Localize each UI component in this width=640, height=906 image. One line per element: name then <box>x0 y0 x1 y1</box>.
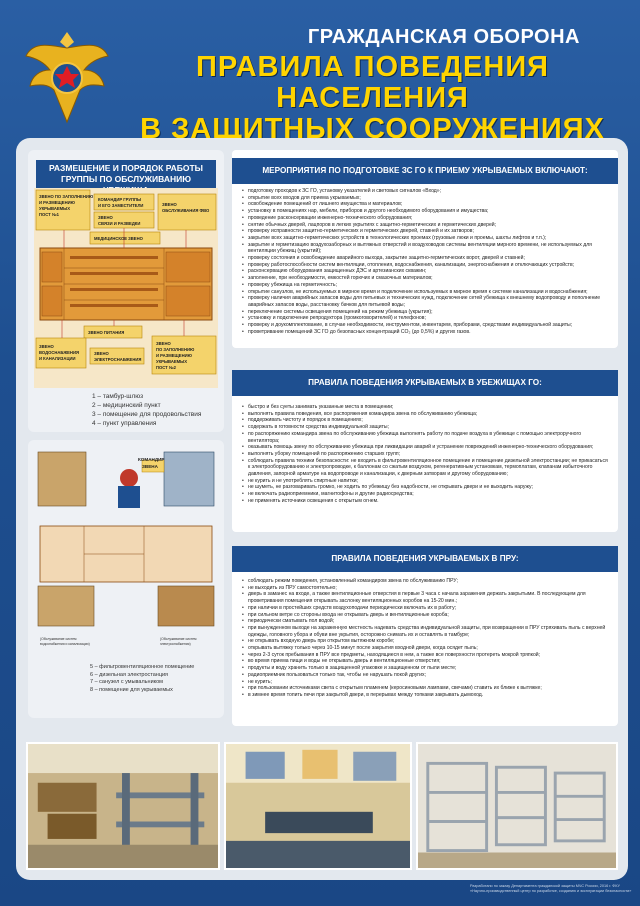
list-item: открытие всех входов для приема укрываем… <box>242 195 610 202</box>
list-item: выполнять правила поведения, все распоря… <box>242 411 610 418</box>
list-item: проверку состояния и освобождение аварий… <box>242 255 610 262</box>
post1-illustration <box>37 451 87 507</box>
list-item: содержать в готовности средства индивиду… <box>242 424 610 431</box>
list-item: оказывать помощь звену по обслуживанию у… <box>242 444 610 451</box>
list-item: не курить; <box>242 679 610 686</box>
legend-item: 3 – помещение для продовольствия <box>92 411 202 418</box>
poster-subtitle: ПРАВИЛА ПОВЕДЕНИЯ НАСЕЛЕНИЯ В ЗАЩИТНЫХ С… <box>115 52 630 145</box>
list-item: открытие санузлов, не используемых в мир… <box>242 289 610 296</box>
legend-item: 4 – пункт управления <box>92 420 157 427</box>
list-item: подготовку проходов к ЗС ГО, установку у… <box>242 188 610 195</box>
list-item: периодически сматывать пол водой; <box>242 618 610 625</box>
posts-legend: 5 – фильтровентиляционное помещение 6 – … <box>90 664 220 694</box>
commander-illustration <box>120 469 138 487</box>
list-item: в зимнее время топить печи при закрытой … <box>242 692 610 699</box>
shelter-rules-title: ПРАВИЛА ПОВЕДЕНИЯ УКРЫВАЕМЫХ В УБЕЖИЩАХ … <box>232 370 618 396</box>
list-item: соблюдать режим поведения, установленный… <box>242 578 610 585</box>
legend-item: 6 – дизельная электростанция <box>90 671 169 678</box>
list-item: проветривание помещений ЗС ГО до безопас… <box>242 329 610 336</box>
list-item: при пользовании источниками света с откр… <box>242 685 610 692</box>
list-item: проведение расконсервации инженерно-техн… <box>242 215 610 222</box>
list-item: не выходить из ПРУ самостоятельно; <box>242 585 610 592</box>
list-item: установку в помещениях нар, мебели, приб… <box>242 208 610 215</box>
subtitle-line-1: ПРАВИЛА ПОВЕДЕНИЯ НАСЕЛЕНИЯ <box>195 51 550 114</box>
legend-item: 7 – санузел с умывальником <box>90 679 163 685</box>
list-item: дверь в заманес на входе, а также вентил… <box>242 591 610 604</box>
poster-title: ГРАЖДАНСКАЯ ОБОРОНА <box>307 26 580 48</box>
list-item: установку и подключение репродуктора (гр… <box>242 315 610 322</box>
prep-measures-list: подготовку проходов к ЗС ГО, установку у… <box>242 188 610 335</box>
list-item: проверку наличия аварийных запасов воды … <box>242 295 610 308</box>
pru-rules-title: ПРАВИЛА ПОВЕДЕНИЯ УКРЫВАЕМЫХ В ПРУ: <box>232 546 618 572</box>
list-item: не применять источники освещения с откры… <box>242 498 610 505</box>
plan-label-medical: МЕДИЦИНСКОЕ ЗВЕНО <box>94 236 144 241</box>
list-item: проверку и доукомплектование, в случае н… <box>242 322 610 329</box>
list-item: не включать радиоприемники, магнитофоны … <box>242 491 610 498</box>
list-item: по распоряжению командира звена по обслу… <box>242 431 610 444</box>
list-item: выполнять уборку помещений по распоряжен… <box>242 451 610 458</box>
mchs-eagle-emblem-icon <box>25 32 109 124</box>
list-item: не открывать входную дверь при открытом … <box>242 638 610 645</box>
list-item: при наличии в простейших средств воздухо… <box>242 605 610 612</box>
list-item: расконсервацию оборудования защищенных Д… <box>242 268 610 275</box>
list-item: переключение системы освещения помещений… <box>242 309 610 316</box>
list-item: открывать вытяжку только через 10-15 мин… <box>242 645 610 652</box>
shelter-rules-section: ПРАВИЛА ПОВЕДЕНИЯ УКРЫВАЕМЫХ В УБЕЖИЩАХ … <box>232 370 618 532</box>
prep-measures-section: МЕРОПРИЯТИЯ ПО ПОДГОТОВКЕ ЗС ГО К ПРИЕМУ… <box>232 150 618 348</box>
list-item: быстро и без суеты занимать указанные ме… <box>242 404 610 411</box>
list-item: при вынужденном выходе на зараженную мес… <box>242 625 610 638</box>
shelter-rules-list: быстро и без суеты занимать указанные ме… <box>242 404 610 505</box>
list-item: освобождение помещений от лишнего имущес… <box>242 201 610 208</box>
post3-illustration <box>37 585 95 627</box>
pru-rules-list: соблюдать режим поведения, установленный… <box>242 578 610 699</box>
credits-text: Разработано по заказу Департамента гражд… <box>470 884 632 893</box>
post2-illustration <box>163 451 215 507</box>
photo-strip <box>26 742 618 870</box>
list-item: при сильном ветре со стороны входа не от… <box>242 612 610 619</box>
shelter-bunk-beds-photo <box>416 742 618 870</box>
list-item: через 2-3 суток пребывания в ПРУ все пре… <box>242 652 610 659</box>
list-item: проверку убежища на герметичность; <box>242 282 610 289</box>
list-item: проверку исправности защитно-герметическ… <box>242 228 610 235</box>
legend-item: 2 – медицинский пункт <box>92 402 161 409</box>
list-item: соблюдать правила техники безопасности: … <box>242 458 610 478</box>
plan-label-food: ЗВЕНО ПИТАНИЯ <box>88 330 124 335</box>
list-item: заполнение, при необходимости, емкостей … <box>242 275 610 282</box>
list-item: закрытие и герметизацию воздухозаборных … <box>242 242 610 255</box>
shelter-control-room-photo <box>224 742 412 870</box>
pru-rules-section: ПРАВИЛА ПОВЕДЕНИЯ УКРЫВАЕМЫХ В ПРУ: собл… <box>232 546 618 726</box>
legend-item: 5 – фильтровентиляционное помещение <box>90 664 195 670</box>
prep-measures-title: МЕРОПРИЯТИЯ ПО ПОДГОТОВКЕ ЗС ГО К ПРИЕМУ… <box>232 158 618 184</box>
list-item: во время приема пищи и воды не открывать… <box>242 658 610 665</box>
list-item: не шуметь, не разговаривать громко, не х… <box>242 484 610 491</box>
list-item: снятие обычных дверей, лацпоров в легких… <box>242 222 610 229</box>
legend-item: 1 – тамбур-шлюз <box>92 393 144 400</box>
legend-item: 8 – помещение для укрываемых <box>90 686 173 693</box>
list-item: не курить и не употреблять спиртные напи… <box>242 478 610 485</box>
shelter-storage-photo <box>26 742 220 870</box>
plan-legend: 1 – тамбур-шлюз 2 – медицинский пункт 3 … <box>92 392 222 428</box>
post4-illustration <box>157 585 215 627</box>
list-item: радиоприемник пользоваться только так, ч… <box>242 672 610 679</box>
list-item: продукты и воду хранить только в защищен… <box>242 665 610 672</box>
list-item: проверку работоспособности систем вентил… <box>242 262 610 269</box>
list-item: закрытие всех защитно-герметических устр… <box>242 235 610 242</box>
list-item: поддерживать чистоту и порядок в помещен… <box>242 417 610 424</box>
